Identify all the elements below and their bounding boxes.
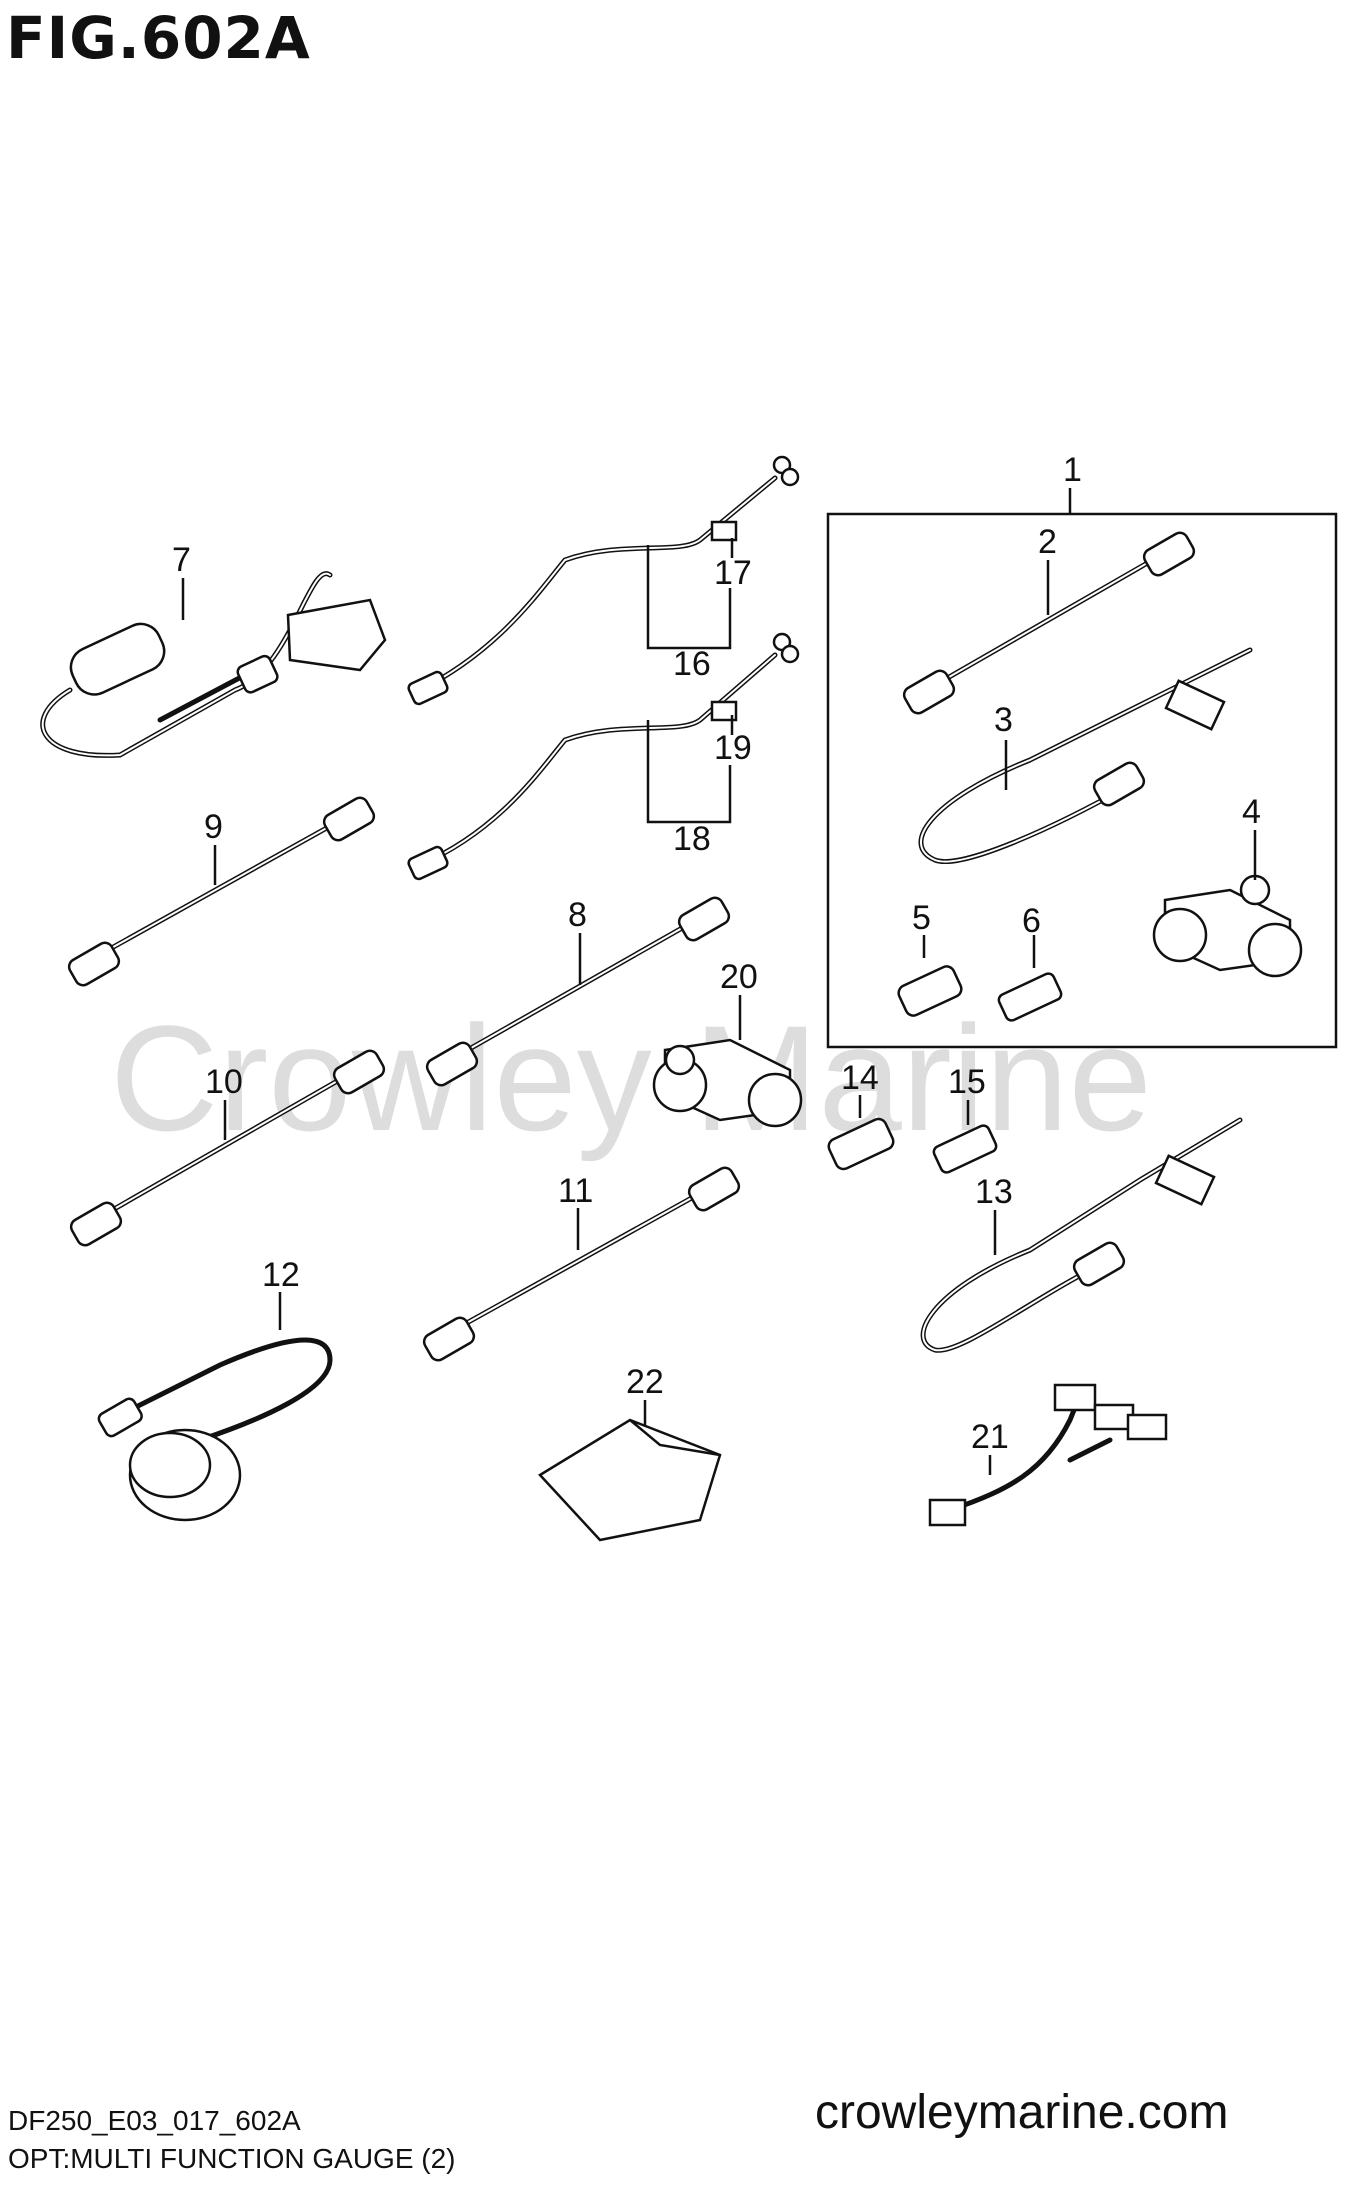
- figure-title: FIG.602A: [6, 4, 311, 72]
- part-13-power-cable[interactable]: [920, 1117, 1243, 1353]
- part-8-cable[interactable]: [424, 895, 732, 1088]
- figure-code: DF250_E03_017_602A: [8, 2105, 301, 2136]
- label-12: 12: [262, 1256, 300, 1294]
- label-21: 21: [971, 1418, 1009, 1456]
- part-18-harness[interactable]: [407, 632, 800, 881]
- part-12-antenna[interactable]: [97, 1337, 333, 1522]
- part-10-cable[interactable]: [68, 1048, 387, 1248]
- label-4: 4: [1242, 793, 1261, 831]
- label-16: 16: [673, 645, 711, 683]
- label-2: 2: [1038, 523, 1057, 561]
- label-15: 15: [948, 1063, 986, 1101]
- label-22: 22: [626, 1363, 664, 1401]
- label-10: 10: [205, 1063, 243, 1101]
- label-19: 19: [714, 729, 752, 767]
- label-18: 18: [673, 820, 711, 858]
- part-5-terminator[interactable]: [896, 964, 964, 1018]
- part-22-bag[interactable]: [538, 1418, 722, 1542]
- label-13: 13: [975, 1173, 1013, 1211]
- part-3-power-cable[interactable]: [918, 647, 1253, 864]
- figure-description: OPT:MULTI FUNCTION GAUGE (2): [8, 2143, 456, 2174]
- part-14-terminator[interactable]: [826, 1116, 896, 1171]
- label-5: 5: [912, 899, 931, 937]
- part-6-terminator[interactable]: [997, 972, 1063, 1023]
- label-11: 11: [558, 1172, 593, 1210]
- kit-box: [826, 512, 1338, 1049]
- label-7: 7: [172, 541, 191, 579]
- label-3: 3: [994, 701, 1013, 739]
- part-4-t-connector[interactable]: [1152, 874, 1303, 978]
- label-20: 20: [720, 958, 758, 996]
- brand-url: crowleymarine.com: [815, 2086, 1229, 2139]
- part-15-terminator[interactable]: [932, 1124, 998, 1175]
- part-2-cable[interactable]: [901, 530, 1197, 716]
- label-6: 6: [1022, 902, 1041, 940]
- part-9-cable[interactable]: [66, 795, 377, 988]
- label-9: 9: [204, 808, 223, 846]
- part-20-t-connector[interactable]: [652, 1038, 803, 1128]
- watermark: Crowley Marine: [110, 994, 1152, 1162]
- label-1: 1: [1063, 451, 1082, 489]
- part-21-harness[interactable]: [928, 1383, 1168, 1527]
- label-17: 17: [714, 554, 752, 592]
- part-16-harness[interactable]: [407, 455, 800, 706]
- label-8: 8: [568, 896, 587, 934]
- label-14: 14: [841, 1059, 879, 1097]
- part-7-transducer[interactable]: [40, 571, 387, 758]
- part-11-cable[interactable]: [421, 1165, 742, 1363]
